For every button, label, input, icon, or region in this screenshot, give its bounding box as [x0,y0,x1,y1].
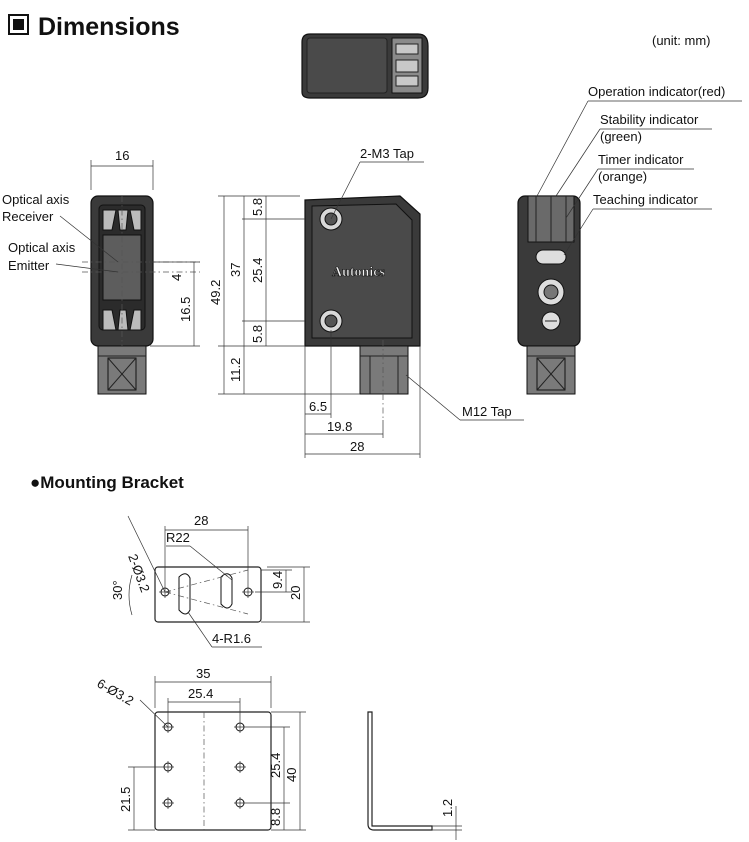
label-optical-axis-emitter: Optical axis [8,240,76,255]
label-stability-indicator: Stability indicator [600,112,699,127]
sensor-top-view [301,33,429,99]
label-teaching-indicator: Teaching indicator [593,192,698,207]
dim-bracket-angle: 30° [110,580,125,600]
dim-hole-top: 5.8 [250,198,265,216]
label-receiver: Receiver [2,209,54,224]
dim-connector-height: 11.2 [228,358,243,382]
dim-body-depth: 28 [350,439,364,454]
label-operation-indicator: Operation indicator(red) [588,84,725,99]
label-m12-tap: M12 Tap [462,404,512,419]
dim-front-hole-pitch-x: 25.4 [188,686,213,701]
sensor-side-view: Autonics [304,195,421,420]
label-emitter: Emitter [8,258,50,273]
label-optical-axis-receiver: Optical axis [2,192,70,207]
title-square-fill [13,19,24,30]
sensor-front-view [82,195,200,395]
dim-front-height: 40 [284,768,299,782]
bracket-top-view [154,566,262,623]
dim-axis-offset: 4 [169,274,184,281]
label-stability-color: (green) [600,129,642,144]
dim-front-hole-pitch-y: 25.4 [268,753,283,778]
page-title: Dimensions [38,13,180,41]
dim-axis-height: 16.5 [178,297,193,322]
dim-front-left-offset: 21.5 [118,787,133,812]
dim-bracket-height: 20 [288,586,303,600]
sensor-back-view [517,195,581,395]
brand-logo: Autonics [332,265,385,280]
dim-conn-center: 19.8 [327,419,352,434]
dim-front-bracket-width: 35 [196,666,210,681]
dim-bracket-corner-radius: 4-R1.6 [212,631,251,646]
title-square-icon [8,14,29,35]
unit-label: (unit: mm) [652,33,711,48]
bracket-hole-icons [162,721,246,809]
label-m3-tap: 2-M3 Tap [360,146,414,161]
label-timer-indicator: Timer indicator [598,152,684,167]
dim-hole-bottom: 5.8 [250,325,265,343]
dim-hole-pitch: 25.4 [250,258,265,283]
dim-bracket-thickness: 1.2 [440,799,455,817]
dim-bracket-radius: R22 [166,530,190,545]
dim-bracket-slot-pitch: 9.4 [270,571,285,589]
bracket-title: ●Mounting Bracket [30,473,184,492]
dim-front-width: 16 [115,148,129,163]
label-timer-color: (orange) [598,169,647,184]
dim-conn-offset: 6.5 [309,399,327,414]
bracket-side-view [367,711,433,831]
dim-front-bottom-offset: 8.8 [268,808,283,826]
dim-front-holes: 6-Ø3.2 [95,676,137,709]
bracket-front-view [154,711,272,831]
dim-body-height: 37 [228,263,243,277]
dim-overall-height: 49.2 [208,280,223,305]
dim-bracket-width: 28 [194,513,208,528]
